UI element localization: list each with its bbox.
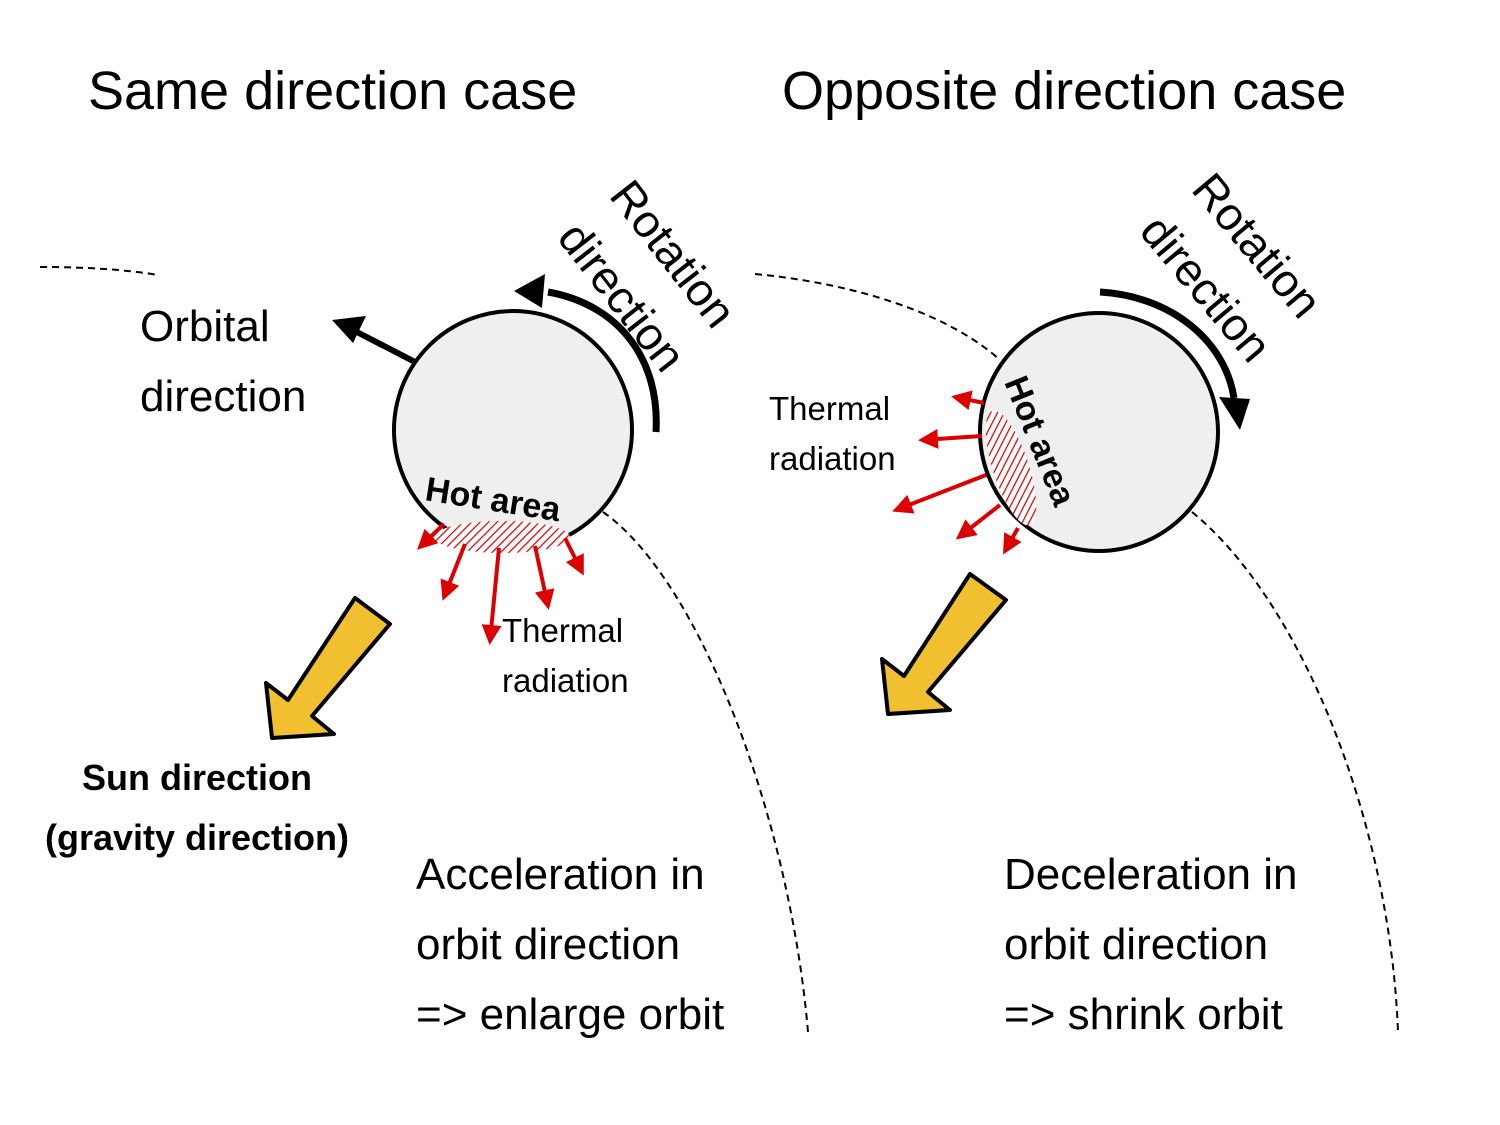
- left-orbital-arrowhead: [332, 316, 366, 343]
- sun-direction-label: Sun direction (gravity direction): [12, 748, 382, 868]
- right-orbit-path-lower: [1191, 511, 1399, 1033]
- left-thermal-radiation-arrows: [417, 522, 584, 645]
- left-rotation-arc: [547, 288, 660, 433]
- left-panel-title: Same direction case: [88, 61, 578, 121]
- right-sun-arrow: [880, 572, 1008, 716]
- right-panel-title: Opposite direction case: [782, 61, 1347, 121]
- left-orbital-label: Orbital direction: [140, 292, 306, 432]
- left-sun-arrow: [264, 596, 392, 740]
- left-result-line3: => enlarge orbit: [416, 990, 725, 1039]
- left-hot-area: [434, 521, 570, 553]
- sun-direction-label-line1: Sun direction: [81, 757, 312, 798]
- left-result-text: Acceleration in orbit direction => enlar…: [416, 840, 724, 1050]
- right-rotation-arrowhead: [1219, 397, 1250, 430]
- right-result-line1: Deceleration in: [1004, 850, 1298, 899]
- left-orbital-label-line2: direction: [140, 372, 307, 421]
- sun-direction-label-line2: (gravity direction): [44, 817, 350, 858]
- left-result-line2: orbit direction: [416, 920, 681, 969]
- right-thermal-label-line2: radiation: [769, 440, 896, 477]
- left-rotation-arrowhead: [514, 274, 545, 308]
- right-result-line2: orbit direction: [1004, 920, 1269, 969]
- left-orbit-path-lower: [602, 511, 809, 1033]
- left-orbital-label-line1: Orbital: [140, 302, 270, 351]
- right-result-text: Deceleration in orbit direction => shrin…: [1004, 840, 1298, 1050]
- left-thermal-label: Thermal radiation: [502, 606, 629, 706]
- right-hot-area: [985, 410, 1037, 526]
- right-rotation-arc: [1099, 288, 1238, 399]
- left-thermal-label-line1: Thermal: [502, 612, 624, 649]
- right-thermal-label-line1: Thermal: [769, 390, 891, 427]
- left-result-line1: Acceleration in: [416, 850, 705, 899]
- left-orbit-path-upper: [39, 266, 159, 276]
- left-orbital-arrow: [353, 328, 417, 365]
- right-orbit-path-upper: [754, 273, 1001, 361]
- right-result-line3: => shrink orbit: [1004, 990, 1283, 1039]
- left-thermal-label-line2: radiation: [502, 662, 629, 699]
- right-thermal-label: Thermal radiation: [769, 384, 896, 484]
- right-thermal-radiation-arrows: [892, 390, 1022, 555]
- right-asteroid-body: [978, 311, 1220, 553]
